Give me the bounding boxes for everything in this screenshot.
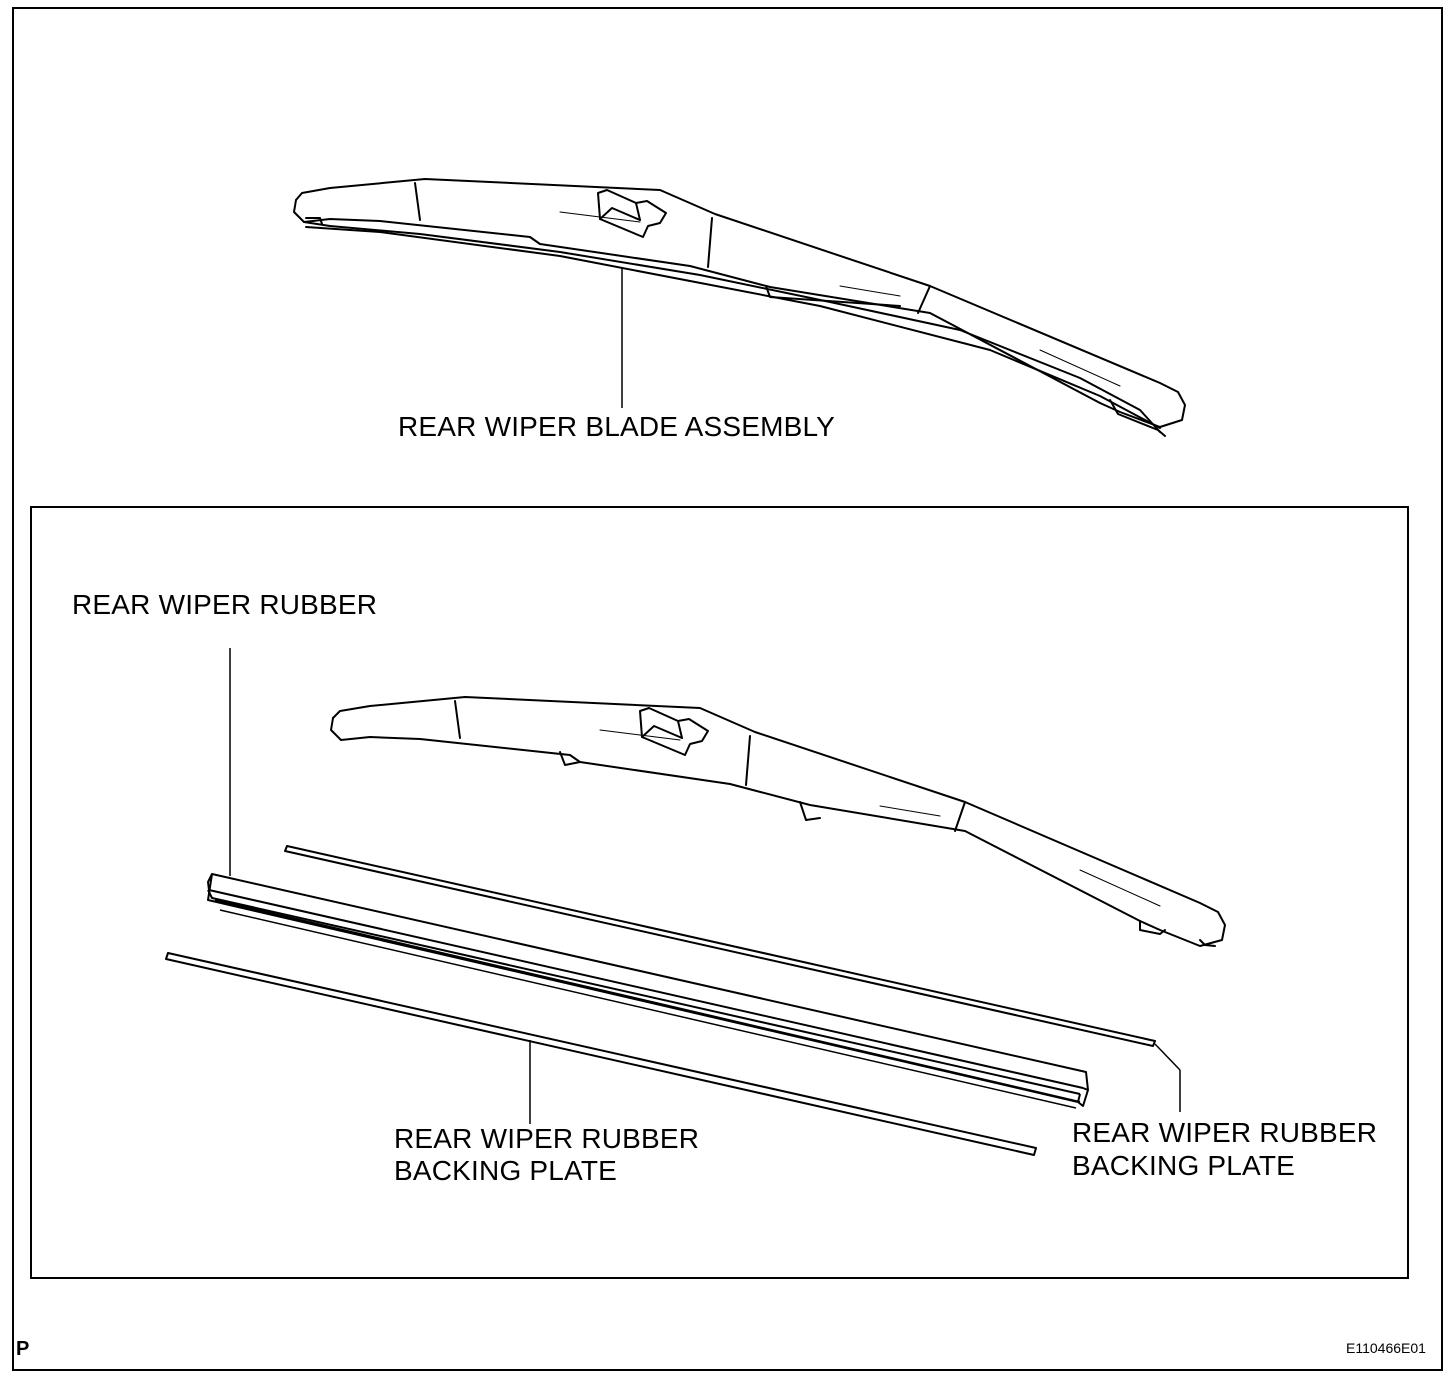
backing-plate-left-label-line2: BACKING PLATE — [394, 1155, 618, 1186]
wiper-blade-assembly-drawing — [293, 178, 1186, 437]
corner-mark: P — [16, 1338, 30, 1360]
detail-box — [30, 506, 1409, 1279]
wiper-rubber-drawing — [207, 873, 1089, 1109]
backing-plate-right-label-line2: BACKING PLATE — [1072, 1150, 1296, 1181]
backing-plate-right-label-line1: REAR WIPER RUBBER — [1072, 1117, 1378, 1148]
backing-plate-lower-drawing — [165, 952, 1037, 1156]
backing-plate-right-leader-a — [1154, 1043, 1181, 1071]
blade-assembly-label: REAR WIPER BLADE ASSEMBLY — [398, 411, 836, 442]
wiper-blade-housing-drawing — [330, 696, 1226, 947]
figure-id: E110466E01 — [1346, 1340, 1426, 1356]
rubber-label: REAR WIPER RUBBER — [72, 589, 378, 620]
outer-border — [12, 7, 1443, 1371]
backing-plate-left-label-line1: REAR WIPER RUBBER — [394, 1123, 700, 1154]
backing-plate-upper-drawing — [284, 845, 1156, 1047]
